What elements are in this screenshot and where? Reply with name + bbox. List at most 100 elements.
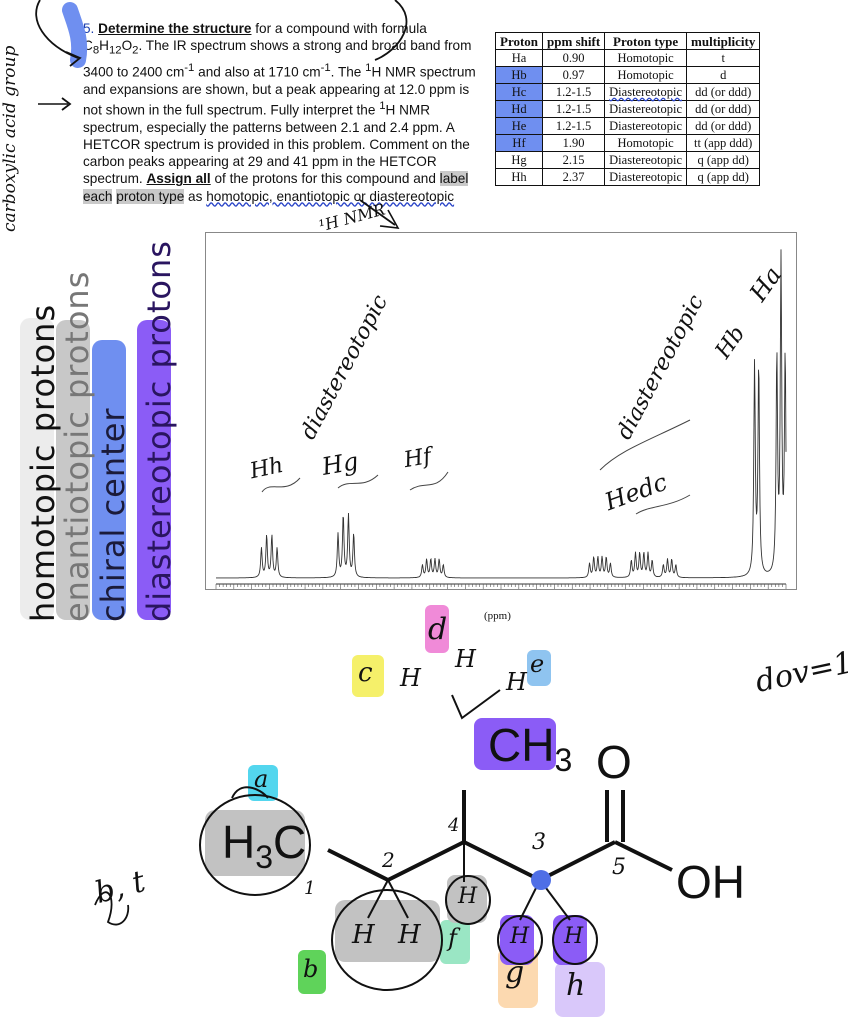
- problem-text: and also at 1710 cm: [194, 64, 321, 80]
- atom-h: H: [398, 920, 421, 950]
- carbon-number-1: 1: [304, 878, 316, 899]
- legend-swatch-light: [20, 318, 54, 620]
- table-cell: Diastereotopic: [604, 168, 688, 186]
- highlight-c: [352, 655, 384, 697]
- table-cell: Homotopic: [604, 49, 688, 67]
- table-cell: Diastereotopic: [604, 117, 688, 135]
- problem-text: H: [99, 38, 109, 54]
- proton-label-a: a: [254, 765, 269, 793]
- proton-label-c: c: [358, 658, 373, 688]
- bonds: [327, 790, 673, 882]
- table-row: Ha 0.90 Homotopic t: [494, 49, 761, 67]
- formula-sub: 2: [132, 44, 139, 57]
- h3c-h: H: [222, 816, 256, 868]
- atom-h: H: [506, 668, 527, 696]
- table-cell: 2.37: [542, 168, 606, 186]
- formula-sup: -1: [320, 62, 331, 75]
- legend-swatch-purple: [137, 320, 171, 620]
- atom-h: H: [564, 924, 584, 949]
- table-header: Proton: [494, 32, 544, 50]
- table-cell: He: [494, 117, 544, 135]
- highlight-hg-atom: [500, 915, 534, 965]
- formula-sup: 1: [379, 100, 386, 113]
- table-cell: 0.97: [542, 66, 606, 84]
- squiggle: [599, 419, 691, 471]
- formula-sup: 1: [365, 62, 372, 75]
- highlight-a: [248, 765, 278, 801]
- table-cell: dd (or ddd): [686, 117, 761, 135]
- assign-all-text: Assign all: [146, 171, 211, 187]
- table-cell: Homotopic: [604, 134, 688, 152]
- table-cell: Hc: [494, 83, 544, 101]
- problem-statement: 5. Determine the structure for a compoun…: [83, 20, 488, 205]
- highlight-h3c: [205, 810, 305, 876]
- problem-text: O: [121, 38, 133, 54]
- atom-h: H: [400, 664, 421, 692]
- highlight-b: [298, 950, 326, 994]
- table-row: Hc 1.2-1.5 Diastereotopic dd (or ddd): [494, 83, 761, 101]
- table-cell: 1.2-1.5: [542, 100, 606, 118]
- table-cell: dd (or ddd): [686, 100, 761, 118]
- squiggle: [409, 471, 449, 491]
- table-row: He 1.2-1.5 Diastereotopic dd (or ddd): [494, 117, 761, 135]
- problem-text: H NMR spectrum, especially the patterns …: [83, 102, 470, 187]
- table-header: Proton type: [604, 32, 688, 50]
- legend-swatch-blue: [92, 340, 126, 620]
- ch3-text: CH: [488, 719, 555, 771]
- arrow-head: [65, 51, 82, 67]
- table-cell: dd (or ddd): [686, 83, 761, 101]
- nmr-spectrum: 2.52.42.32.22.12.01.91.81.71.61.51.41.31…: [205, 232, 797, 600]
- circles: [199, 786, 598, 991]
- table-cell: 1.90: [542, 134, 606, 152]
- highlight-hh-atom: [553, 915, 587, 965]
- highlight-d: [425, 605, 449, 653]
- arrow-stroke: [374, 0, 408, 61]
- arrow-head: [379, 209, 400, 229]
- h3c-group: H3C: [222, 815, 306, 876]
- table-cell: tt (app ddd): [686, 134, 761, 152]
- arrow-stroke: [359, 199, 396, 226]
- ch3-sub: 3: [554, 742, 573, 779]
- squiggled-text: homotopic, enantiotopic or diastereotopi…: [206, 188, 455, 204]
- proton-label-g: g: [505, 955, 525, 990]
- table-row: Hd 1.2-1.5 Diastereotopic dd (or ddd): [494, 100, 761, 118]
- table-row: Hh 2.37 Diastereotopic q (app dd): [494, 168, 761, 186]
- table-cell: Homotopic: [604, 66, 688, 84]
- table-cell: 1.2-1.5: [542, 83, 606, 101]
- proton-label-f: f: [448, 924, 457, 952]
- formula-sup: -1: [184, 62, 195, 75]
- legend-swatch-gray: [56, 320, 90, 620]
- ch3-group: CH3: [488, 718, 572, 779]
- problem-title: Determine the structure: [98, 21, 252, 36]
- arrow-head: [61, 97, 72, 111]
- problem-text: . The: [330, 64, 366, 80]
- h3c-sub: 3: [255, 839, 274, 876]
- table-row: Hb 0.97 Homotopic d: [494, 66, 761, 84]
- highlight-f: [440, 920, 470, 964]
- problem-text: . The IR spectrum shows a strong and bro…: [83, 38, 472, 80]
- problem-text: H NMR spectrum and expansions are shown,…: [83, 64, 476, 118]
- proton-label-h: h: [566, 968, 586, 1003]
- highlight-ch: [447, 875, 487, 923]
- carbon-number-4: 4: [448, 815, 460, 836]
- table-header-row: Proton ppm shift Proton type multiplicit…: [494, 32, 761, 50]
- table-row: Hf 1.90 Homotopic tt (app ddd): [494, 134, 761, 152]
- squiggle: [635, 494, 691, 515]
- proton-label-e: e: [530, 650, 545, 678]
- hydroxyl-group: OH: [676, 856, 745, 908]
- table-cell: q (app dd): [686, 168, 761, 186]
- h3c-c: C: [273, 816, 307, 868]
- table-cell: Hh: [494, 168, 544, 186]
- atom-h: H: [352, 920, 375, 950]
- problem-text: for a compound with formula C: [83, 21, 427, 54]
- highlight-stroke: [62, 2, 88, 68]
- proton-label-d: d: [428, 612, 448, 647]
- carbon-number-3: 3: [532, 830, 546, 855]
- problem-text: of the protons for this compound and: [210, 171, 440, 187]
- carbon-number-5: 5: [612, 855, 626, 880]
- proton-table: Proton ppm shift Proton type multiplicit…: [494, 32, 761, 186]
- highlight-ch2: [335, 900, 440, 962]
